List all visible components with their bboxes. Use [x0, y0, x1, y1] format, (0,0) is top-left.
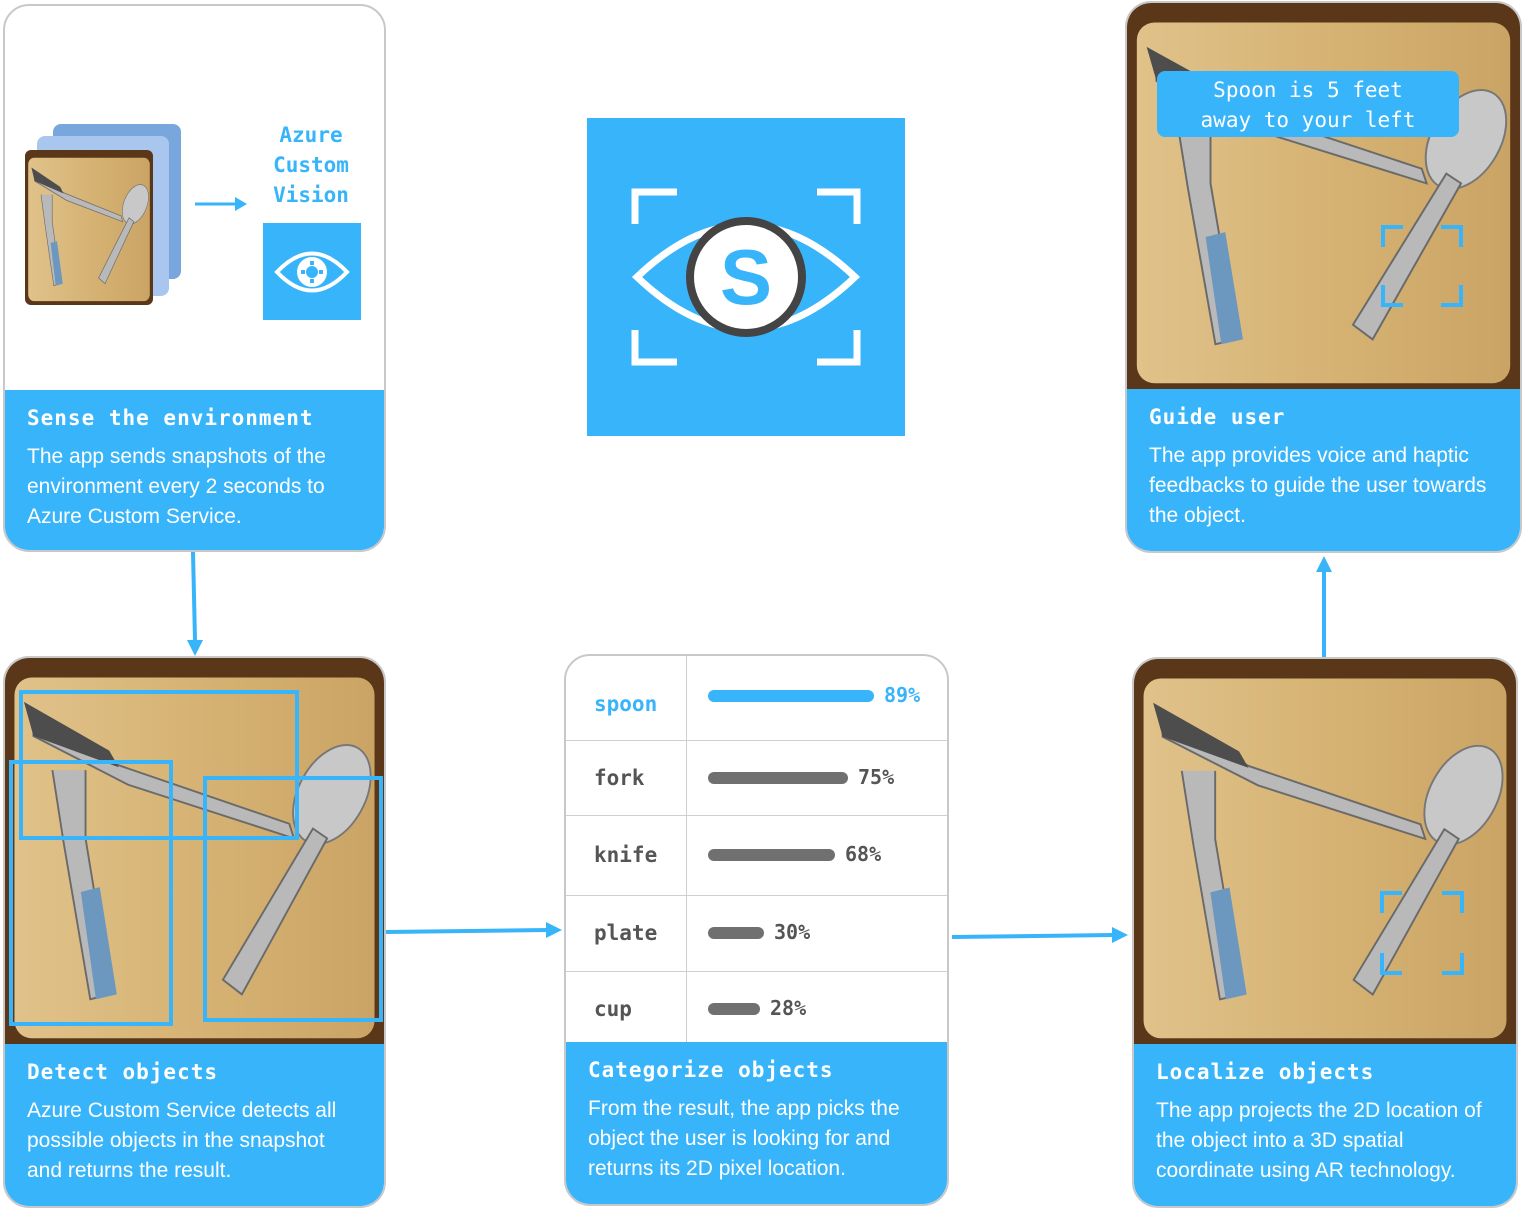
localize-photo: [1134, 659, 1516, 1048]
voice-bubble-line: away to your left: [1200, 108, 1416, 132]
categorize-title: Categorize objects: [588, 1058, 834, 1082]
confidence-value: 30%: [774, 920, 811, 944]
arrow-icon: [385, 922, 562, 938]
row-label: cup: [594, 996, 632, 1021]
arrow-icon: [187, 551, 203, 656]
localize-card: Localize objects The app projects the 2D…: [1132, 657, 1518, 1208]
voice-bubble: Spoon is 5 feet away to your left: [1157, 71, 1459, 137]
confidence-value: 68%: [845, 842, 882, 866]
confidence-bar: [708, 1002, 760, 1015]
arrow-icon: [195, 197, 247, 211]
voice-bubble-line: Spoon is 5 feet: [1213, 78, 1403, 102]
focus-bracket-icon: [1380, 891, 1464, 975]
sense-title: Sense the environment: [27, 406, 314, 430]
detect-text: Azure Custom Service detects all possibl…: [27, 1099, 337, 1182]
confidence-bar: [708, 849, 835, 861]
row-label: spoon: [594, 692, 658, 716]
row-label: fork: [594, 765, 645, 790]
snapshot-stack: [25, 124, 185, 309]
service-label: Azure Custom Vision: [255, 120, 367, 210]
categorize-caption: Categorize objects From the result, the …: [566, 1042, 947, 1204]
detect-caption: Detect objects Azure Custom Service dete…: [5, 1044, 384, 1206]
confidence-value: 28%: [770, 995, 807, 1020]
localize-text: The app projects the 2D location of the …: [1156, 1099, 1482, 1182]
arrow-icon: [951, 927, 1128, 943]
table-row: plate 30%: [566, 895, 947, 972]
confidence-bar: [708, 771, 848, 784]
guide-card: Spoon is 5 feet away to your left Guide …: [1125, 1, 1522, 553]
table-row: fork 75%: [566, 740, 947, 816]
snapshot-image: [25, 150, 153, 305]
guide-photo: [1127, 3, 1520, 393]
service-label-line: Vision: [273, 183, 349, 207]
categorize-card: spoon 89% fork 75% knife 68% plate 30% cup 28% Ca…: [564, 654, 949, 1206]
guide-title: Guide user: [1149, 405, 1286, 429]
sense-caption: Sense the environment The app sends snap…: [5, 390, 384, 550]
eye-gear-icon: [263, 223, 361, 320]
row-label: plate: [594, 921, 658, 945]
guide-text: The app provides voice and haptic feedba…: [1149, 444, 1487, 527]
confidence-bar: [708, 690, 874, 702]
bounding-box-spoon: [203, 776, 383, 1022]
bounding-box-fork: [9, 760, 173, 1026]
service-label-line: Azure: [279, 123, 343, 147]
service-label-line: Custom: [273, 153, 349, 177]
localize-title: Localize objects: [1156, 1060, 1375, 1084]
table-divider: [686, 656, 687, 1046]
guide-caption: Guide user The app provides voice and ha…: [1127, 389, 1520, 551]
logo-letter: S: [720, 233, 772, 321]
table-row: knife 68%: [566, 815, 947, 896]
detect-title: Detect objects: [27, 1060, 219, 1084]
sense-text: The app sends snapshots of the environme…: [27, 445, 326, 528]
result-table: spoon 89% fork 75% knife 68% plate 30% cup 28%: [566, 656, 947, 1046]
sense-card: Azure Custom Vision Sense the environmen…: [3, 4, 386, 552]
detect-card: Detect objects Azure Custom Service dete…: [3, 656, 386, 1208]
confidence-value: 75%: [858, 764, 895, 789]
confidence-value: 89%: [884, 683, 921, 707]
table-row: spoon 89%: [566, 656, 947, 741]
bounding-box-knife: [19, 690, 299, 840]
confidence-bar: [708, 927, 764, 939]
categorize-text: From the result, the app picks the objec…: [588, 1097, 900, 1180]
focus-bracket-icon: [1381, 225, 1463, 307]
row-label: knife: [594, 843, 658, 867]
table-row: cup 28%: [566, 971, 947, 1046]
arrow-icon: [1316, 556, 1332, 657]
eye-logo-icon: S: [587, 118, 905, 436]
localize-caption: Localize objects The app projects the 2D…: [1134, 1044, 1516, 1206]
